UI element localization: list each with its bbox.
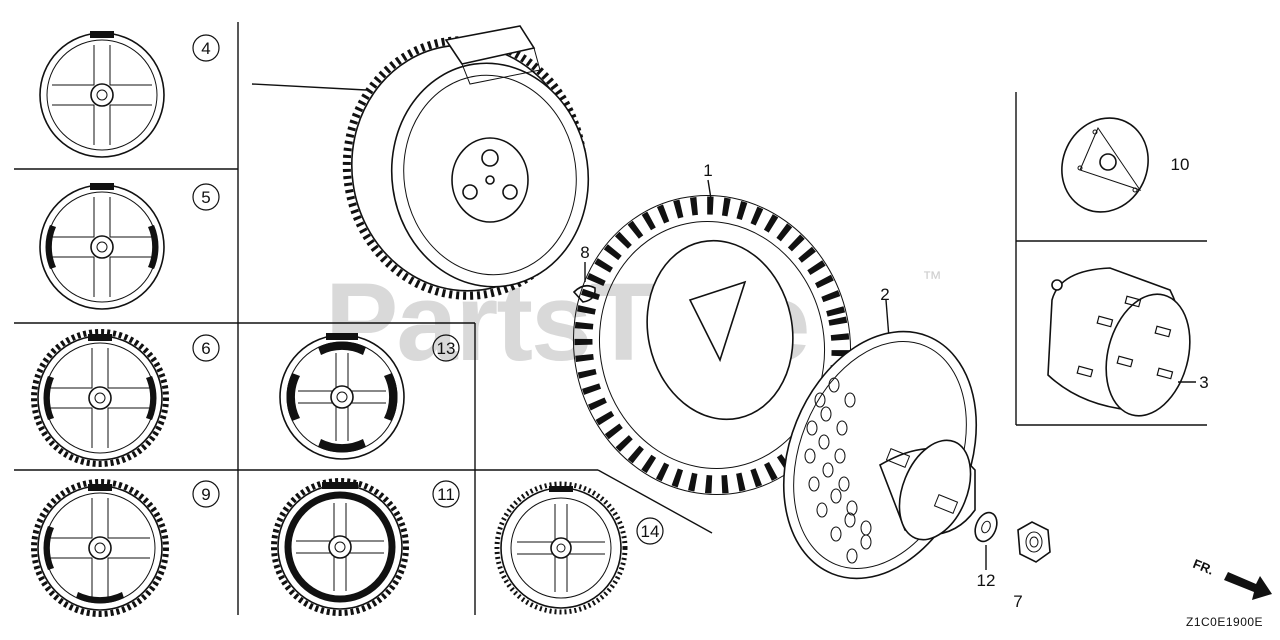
callout-6: 6 — [201, 339, 210, 358]
flywheel-variant-5 — [39, 183, 165, 310]
callout-5: 5 — [201, 188, 210, 207]
callout-4: 4 — [201, 39, 210, 58]
diagram-code: Z1C0E1900E — [1186, 615, 1263, 629]
part-12-washer — [974, 511, 998, 570]
callout-8: 8 — [580, 243, 589, 262]
part-2-fan-cover — [782, 299, 978, 580]
callout-3: 3 — [1199, 373, 1208, 392]
flywheel-variant-4 — [39, 31, 165, 158]
callout-11: 11 — [437, 485, 455, 504]
callout-13: 13 — [437, 339, 456, 358]
front-direction-label: FR. — [1191, 556, 1216, 578]
callout-9: 9 — [201, 485, 210, 504]
callout-7: 7 — [1013, 592, 1022, 611]
flywheel-variant-14 — [494, 481, 628, 615]
flywheel-variant-6 — [31, 329, 169, 467]
callout-12: 12 — [977, 571, 996, 590]
watermark-trademark: ™ — [922, 268, 942, 290]
front-direction-arrow — [1224, 572, 1272, 600]
part-3-cup — [1047, 267, 1196, 417]
flywheel-variant-13 — [279, 333, 405, 460]
variant-grid-lines — [14, 22, 1207, 615]
flywheel-variant-9 — [31, 479, 169, 617]
callout-14: 14 — [641, 522, 660, 541]
flywheel-variant-11 — [271, 478, 409, 616]
callout-circles — [192, 34, 664, 545]
part-1-cooling-fan — [572, 179, 852, 496]
part-10-plate — [1061, 117, 1149, 213]
callout-10: 10 — [1171, 155, 1190, 174]
callout-1: 1 — [703, 161, 712, 180]
part-7-nut — [1017, 521, 1051, 563]
main-flywheel — [251, 25, 590, 300]
callout-2: 2 — [880, 285, 889, 304]
